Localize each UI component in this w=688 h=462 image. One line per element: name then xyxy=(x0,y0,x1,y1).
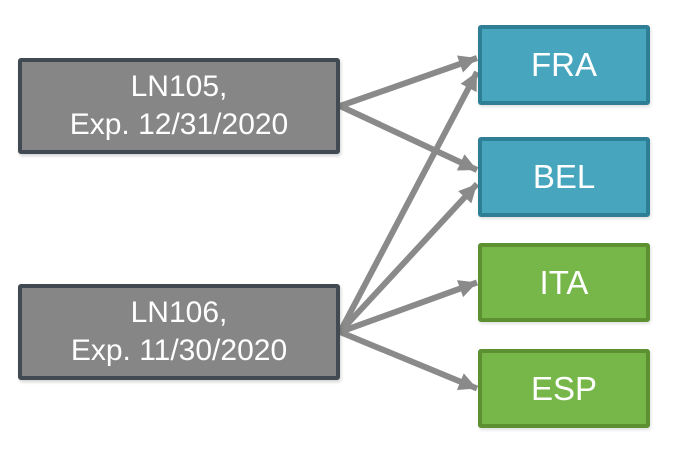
arrow-ln105-to-fra xyxy=(339,55,478,109)
node-country-bel: BEL xyxy=(478,137,650,217)
lot-id-label: LN105, xyxy=(130,70,228,103)
lot-expiry-label: Exp. 11/30/2020 xyxy=(70,334,288,367)
arrow-ln106-to-fra xyxy=(337,70,480,334)
node-lot-ln106: LN106, Exp. 11/30/2020 xyxy=(18,284,340,380)
country-label: ITA xyxy=(539,263,589,301)
arrow-ln106-to-esp xyxy=(338,329,479,392)
node-country-esp: ESP xyxy=(478,349,650,428)
arrow-ln105-to-bel xyxy=(338,103,479,173)
country-label: BEL xyxy=(532,158,596,195)
arrow-ln106-to-bel xyxy=(337,181,480,335)
node-country-fra: FRA xyxy=(478,25,650,105)
lot-id-label: LN106, xyxy=(130,296,228,329)
country-label: FRA xyxy=(531,46,597,83)
node-lot-ln105: LN105, Exp. 12/31/2020 xyxy=(18,58,340,154)
lot-expiry-label: Exp. 12/31/2020 xyxy=(69,108,289,141)
arrow-ln106-to-ita xyxy=(338,279,479,335)
country-label: ESP xyxy=(530,369,598,407)
node-country-ita: ITA xyxy=(478,243,650,322)
